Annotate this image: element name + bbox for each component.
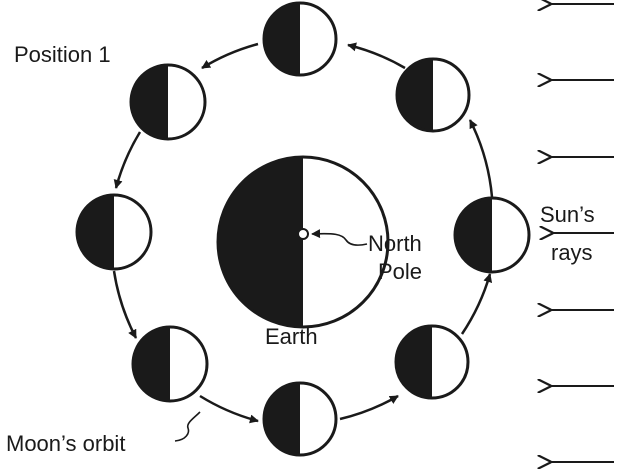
label-suns: Sun’s (540, 202, 595, 227)
orbit-arrow-3 (201, 42, 259, 70)
moon-positions (75, 1, 531, 457)
moon-position-bottom (262, 381, 338, 457)
label-pole: Pole (378, 259, 422, 284)
moon-position-left (75, 193, 153, 271)
moon-position-lower-right (394, 324, 470, 400)
orbit-arrow-5 (112, 270, 138, 339)
orbit-arrow-6 (199, 394, 259, 424)
label-position-1: Position 1 (14, 42, 111, 67)
orbit-arrow-2 (347, 42, 406, 70)
north-pole-marker (297, 228, 309, 240)
moons-orbit-leader (174, 411, 201, 442)
moon-position-top (262, 1, 338, 77)
orbit-arrow-7 (339, 394, 399, 421)
label-moons-orbit: Moon’s orbit (6, 431, 125, 456)
leader-lines (174, 229, 368, 442)
moon-position-upper-right (395, 57, 471, 133)
suns-rays-arrows (550, 4, 614, 462)
label-rays: rays (551, 240, 593, 265)
moon-orbit-path (112, 42, 494, 424)
north-pole-leader (311, 229, 368, 246)
moon-position-right (453, 196, 531, 274)
orbit-arrow-8 (460, 273, 493, 335)
label-earth: Earth (265, 324, 318, 349)
orbit-arrow-1 (468, 119, 494, 198)
moon-position-1 (129, 63, 207, 141)
label-north: North (368, 231, 422, 256)
orbit-arrow-4 (113, 131, 142, 189)
earth (216, 155, 390, 329)
moon-position-lower-left (131, 325, 209, 403)
